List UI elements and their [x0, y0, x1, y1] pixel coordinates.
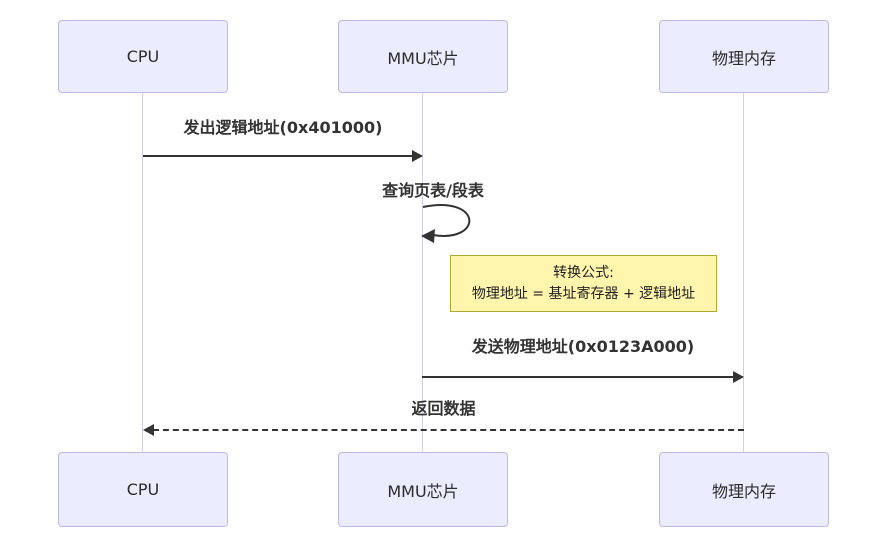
actor-box-memory-top: 物理内存 — [659, 20, 829, 93]
actor-box-memory-bottom: 物理内存 — [659, 452, 829, 527]
message-label-logical-address: 发出逻辑地址(0x401000) — [183, 118, 383, 137]
message-line-physical-address — [422, 376, 735, 378]
message-label-physical-address: 发送物理地址(0x0123A000) — [471, 337, 695, 356]
arrowhead-left-icon — [143, 424, 154, 436]
message-label-lookup-pagetable: 查询页表/段表 — [382, 181, 484, 200]
lifeline-mmu — [422, 93, 423, 452]
actor-box-mmu-top: MMU芯片 — [338, 20, 508, 93]
arrowhead-right-icon — [733, 371, 744, 383]
self-loop-arrow-icon — [421, 204, 471, 243]
note-line-2: 物理地址 = 基址寄存器 + 逻辑地址 — [471, 285, 696, 302]
actor-label-mmu: MMU芯片 — [387, 481, 459, 501]
actor-box-cpu-top: CPU — [58, 20, 228, 93]
actor-label-memory: 物理内存 — [711, 481, 776, 501]
lifeline-cpu — [142, 93, 143, 452]
actor-label-mmu: MMU芯片 — [387, 48, 459, 68]
actor-label-cpu: CPU — [126, 47, 160, 66]
actor-box-mmu-bottom: MMU芯片 — [338, 452, 508, 527]
message-line-logical-address — [143, 155, 413, 157]
note-conversion-formula: 转换公式: 物理地址 = 基址寄存器 + 逻辑地址 — [450, 255, 717, 312]
lifeline-memory — [743, 93, 744, 452]
note-line-1: 转换公式: — [553, 265, 614, 282]
actor-label-cpu: CPU — [126, 480, 160, 499]
actor-label-memory: 物理内存 — [711, 48, 776, 68]
message-line-return-data — [153, 429, 744, 431]
actor-box-cpu-bottom: CPU — [58, 452, 228, 527]
message-label-return-data: 返回数据 — [411, 399, 476, 418]
arrowhead-right-icon — [412, 150, 423, 162]
